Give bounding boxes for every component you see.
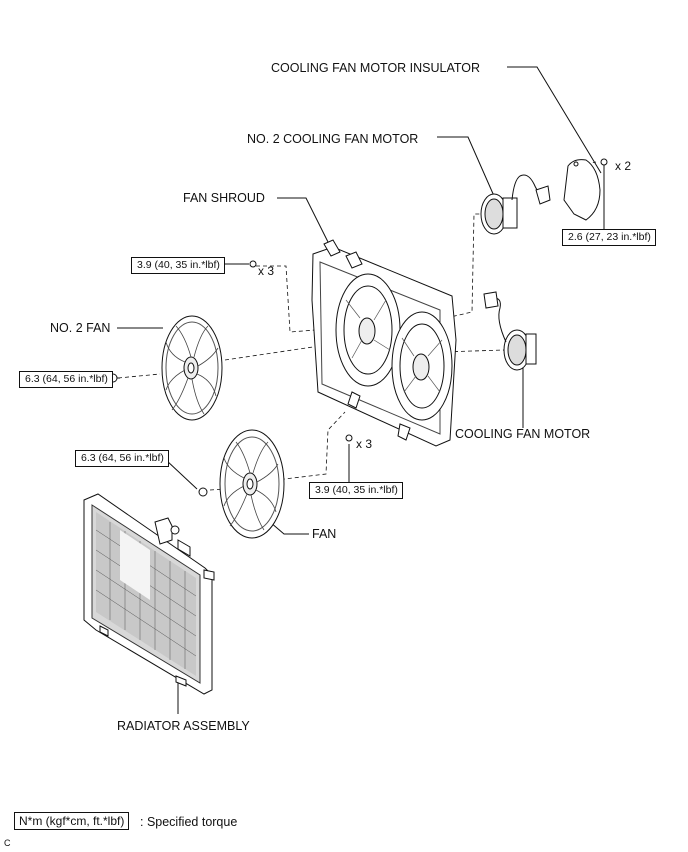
label-cooling-fan-motor: COOLING FAN MOTOR [455, 427, 591, 441]
no2-cooling-fan-motor-drawing [480, 174, 551, 235]
torque-shroud-upper-bolt: 3.9 (40, 35 in.*lbf) [131, 257, 225, 274]
torque-shroud-lower-bolt: 3.9 (40, 35 in.*lbf) [309, 482, 403, 499]
legend-unit-box: N*m (kgf*cm, ft.*lbf) [14, 812, 130, 830]
label-no2-fan: NO. 2 FAN [50, 321, 111, 335]
qty-shroud-upper-bolts: x 3 [258, 264, 275, 278]
label-cooling-fan-motor-insulator: COOLING FAN MOTOR INSULATOR [271, 61, 481, 75]
label-fan-shroud: FAN SHROUD [183, 191, 265, 205]
fan-drawing [219, 429, 285, 539]
fan-shroud-drawing [311, 239, 457, 447]
label-no2-cooling-fan-motor: NO. 2 COOLING FAN MOTOR [247, 132, 419, 146]
leader-lines [106, 66, 605, 714]
legend-description: : Specified torque [140, 815, 238, 829]
qty-shroud-lower-bolts: x 3 [356, 437, 373, 451]
label-radiator-assembly: RADIATOR ASSEMBLY [117, 719, 250, 733]
label-fan: FAN [312, 527, 337, 541]
no2-fan-drawing [161, 315, 223, 421]
qty-insulator-bolts: x 2 [615, 159, 632, 173]
torque-no2-fan-nut: 6.3 (64, 56 in.*lbf) [19, 371, 113, 388]
torque-fan-nut: 6.3 (64, 56 in.*lbf) [75, 450, 169, 467]
cooling-fan-motor-drawing [483, 291, 537, 371]
radiator-assembly-drawing [83, 493, 215, 695]
figure-code: C [4, 838, 11, 848]
torque-insulator-bolt: 2.6 (27, 23 in.*lbf) [562, 229, 656, 246]
cooling-fan-motor-insulator-drawing [563, 159, 601, 221]
